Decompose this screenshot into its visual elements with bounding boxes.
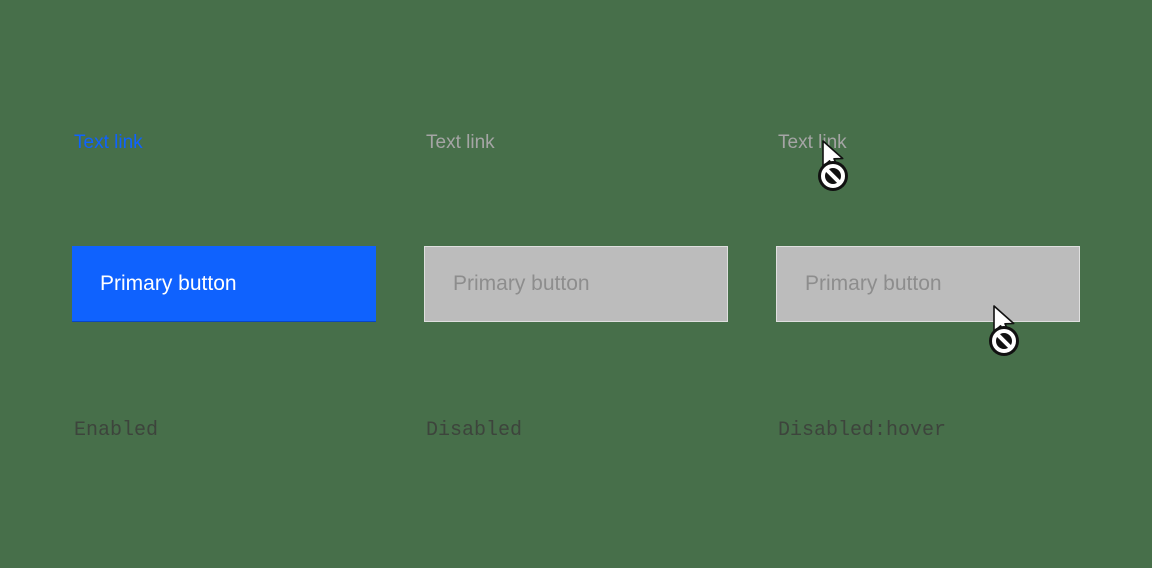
primary-button-disabled: Primary button <box>424 246 728 322</box>
state-column-enabled: Text link Primary button Enabled <box>72 0 376 568</box>
text-link-disabled-hover: Text link <box>778 132 847 153</box>
state-label-disabled-hover: Disabled:hover <box>778 419 947 442</box>
state-label-disabled: Disabled <box>426 419 523 442</box>
primary-button-disabled-hover: Primary button <box>776 246 1080 322</box>
text-link-enabled[interactable]: Text link <box>74 132 143 153</box>
text-link-disabled: Text link <box>426 132 495 153</box>
state-label-enabled: Enabled <box>74 419 159 442</box>
state-column-disabled: Text link Primary button Disabled <box>424 0 728 568</box>
primary-button-enabled[interactable]: Primary button <box>72 246 376 322</box>
state-column-disabled-hover: Text link Primary button Disabled:hover <box>776 0 1080 568</box>
